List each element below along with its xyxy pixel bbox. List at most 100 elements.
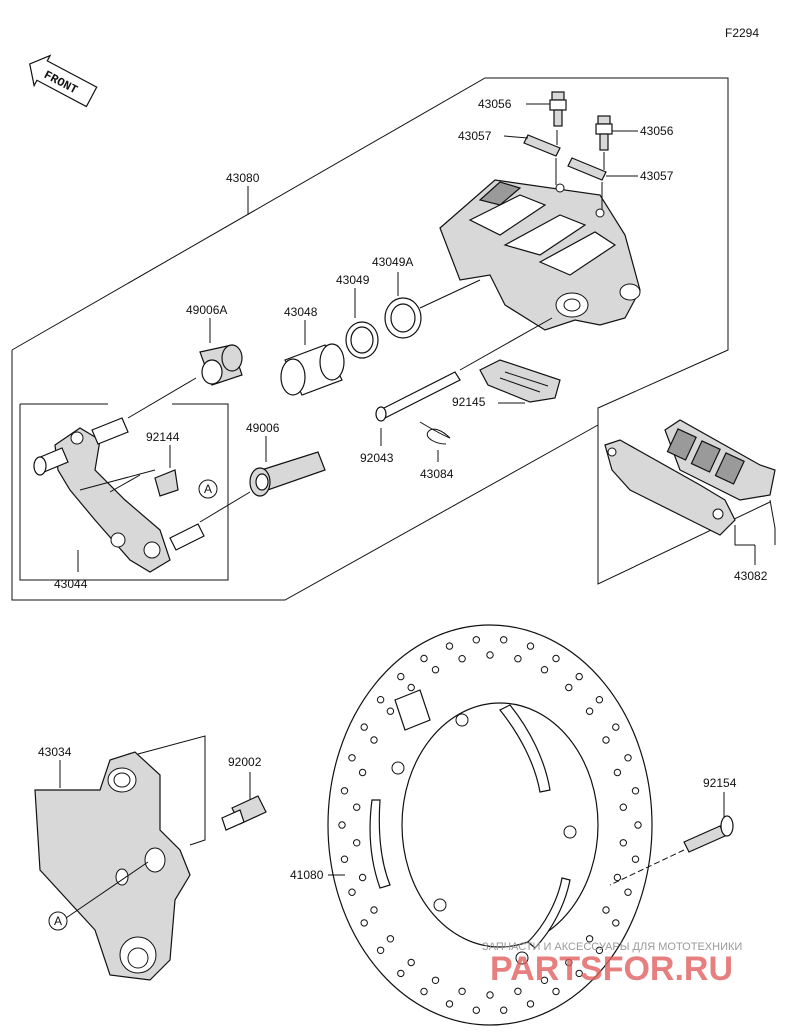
bleeder-cap-left: [523, 134, 561, 157]
disc-vent-hole: [602, 736, 610, 744]
label-92145: 92145: [452, 395, 486, 409]
disc-vent-hole: [585, 935, 594, 943]
pin-clip-43084: [419, 421, 451, 445]
pad-pin-92043: [375, 371, 461, 422]
disc-vent-hole: [370, 736, 378, 744]
label-43056-a: 43056: [478, 97, 512, 111]
disc-vent-hole: [575, 672, 583, 681]
label-49006A: 49006A: [186, 303, 227, 317]
disc-vent-holes: [338, 636, 642, 1014]
caliper-assembly-frame: [11, 77, 771, 585]
disc-vent-hole: [526, 1000, 535, 1008]
label-43049: 43049: [336, 273, 370, 287]
disc-vent-hole: [595, 696, 604, 704]
label-43057-a: 43057: [458, 129, 492, 143]
disc-vent-hole: [353, 839, 361, 847]
svg-text:A: A: [204, 482, 212, 496]
brake-pad-front: [604, 439, 736, 536]
bleeder-cap-right: [567, 157, 607, 181]
disc-vent-hole: [386, 935, 395, 943]
disc-vent-hole: [358, 768, 367, 777]
disc-vent-hole: [431, 976, 440, 984]
caliper-bracket-43044: [33, 417, 205, 573]
disc-vent-hole: [575, 969, 583, 978]
disc-vent-hole: [565, 683, 573, 692]
bleeder-valve-left: [549, 91, 567, 127]
disc-vent-hole: [340, 855, 349, 863]
callout-a-lower: A: [48, 911, 68, 931]
watermark-tagline: ЗАПЧАСТИ И АКСЕССУАРЫ ДЛЯ МОТОТЕХНИКИ: [482, 941, 742, 953]
label-92002: 92002: [228, 755, 262, 769]
front-arrow-icon: FRONT: [29, 54, 98, 108]
label-43034: 43034: [38, 745, 72, 759]
clip-92144: [154, 469, 179, 497]
disc-vent-hole: [500, 1006, 508, 1014]
callout-a-upper: A: [198, 479, 218, 499]
disc-vent-hole: [514, 655, 522, 663]
diagram-code: F2294: [725, 26, 759, 40]
label-92144: 92144: [146, 430, 180, 444]
disc-vent-hole: [407, 958, 415, 967]
disc-vent-hole: [445, 642, 454, 650]
piston-seal-43049: [345, 321, 379, 359]
disc-vent-hole: [565, 958, 573, 967]
dust-seal-43049A: [384, 297, 422, 339]
disc-vent-hole: [348, 888, 356, 896]
disc-vent-hole: [376, 946, 385, 954]
caliper-body: [439, 179, 641, 331]
brake-disc-41080: [327, 624, 653, 1026]
disc-vent-hole: [612, 919, 620, 927]
label-92043: 92043: [360, 451, 394, 465]
disc-vent-hole: [486, 991, 494, 999]
disc-vent-hole: [552, 987, 560, 996]
disc-vent-hole: [338, 821, 346, 829]
svg-text:A: A: [54, 914, 62, 928]
disc-vent-hole: [613, 873, 622, 882]
boot-49006: [249, 451, 326, 497]
label-49006: 49006: [246, 421, 280, 435]
disc-vent-hole: [472, 636, 480, 644]
disc-vent-hole: [358, 873, 367, 882]
bolt-92154: [683, 815, 734, 853]
disc-vent-hole: [624, 888, 632, 896]
label-43084: 43084: [420, 467, 454, 481]
disc-vent-hole: [595, 946, 604, 954]
label-41080: 41080: [290, 868, 324, 882]
label-43082: 43082: [734, 569, 768, 583]
label-92154: 92154: [703, 776, 737, 790]
disc-vent-hole: [552, 654, 560, 663]
disc-vent-hole: [585, 707, 594, 715]
disc-vent-hole: [397, 672, 405, 681]
disc-vent-hole: [486, 651, 494, 659]
disc-vent-hole: [634, 821, 642, 829]
label-43057-b: 43057: [640, 169, 674, 183]
disc-vent-hole: [370, 906, 378, 914]
brake-pad-rear: [664, 419, 776, 501]
label-43048: 43048: [284, 305, 318, 319]
disc-vent-hole: [540, 666, 549, 674]
disc-vent-hole: [348, 754, 356, 762]
pad-spring-92145: [479, 359, 561, 403]
disc-vent-hole: [360, 919, 368, 927]
disc-vent-hole: [340, 787, 349, 795]
disc-vent-hole: [431, 666, 440, 674]
watermark-logo: PARTSFOR.RU: [490, 950, 733, 988]
piston-43048: [280, 343, 345, 396]
disc-vent-hole: [613, 768, 622, 777]
disc-vent-hole: [602, 906, 610, 914]
disc-vent-hole: [612, 723, 620, 731]
disc-vent-hole: [472, 1006, 480, 1014]
disc-vent-hole: [514, 987, 522, 995]
disc-vent-hole: [458, 655, 466, 663]
label-43056-b: 43056: [640, 124, 674, 138]
bolt-92002: [221, 795, 267, 831]
disc-vent-hole: [500, 636, 508, 644]
disc-vent-hole: [619, 839, 627, 847]
disc-vent-hole: [397, 969, 405, 978]
label-43044: 43044: [54, 577, 88, 591]
disc-vent-hole: [420, 654, 428, 663]
disc-vent-hole: [386, 707, 395, 715]
bleeder-valve-right: [595, 115, 613, 151]
disc-vent-hole: [526, 642, 535, 650]
